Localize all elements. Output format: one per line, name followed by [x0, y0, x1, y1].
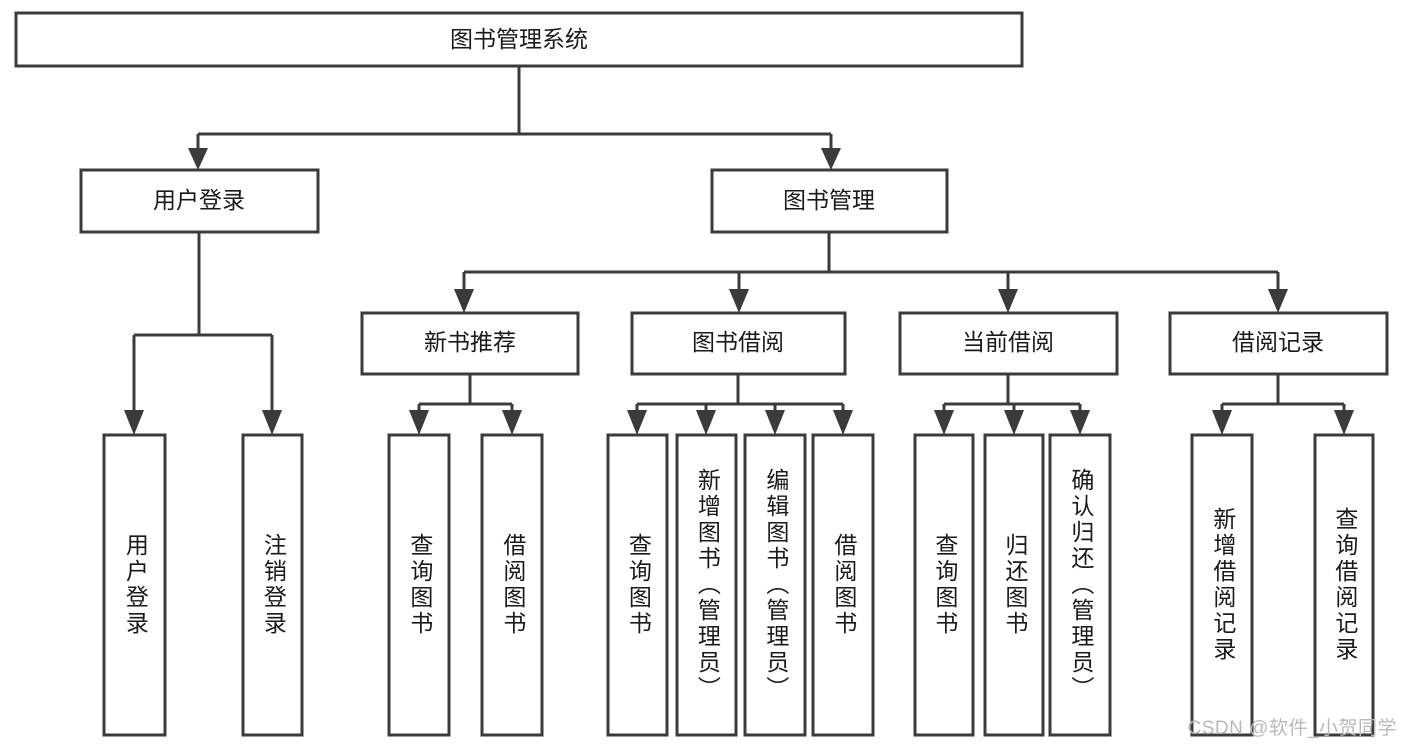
node-book-manage-label: 图书管理: [783, 187, 875, 213]
node-book-borrow-label: 图书借阅: [692, 329, 784, 355]
connector-user-login-to-leaves: [124, 232, 282, 435]
node-current-borrow-label: 当前借阅: [962, 329, 1054, 355]
connector-root-to-level2: [188, 66, 841, 170]
connector-borrow-record-to-leaves: [1212, 374, 1354, 435]
node-new-book-rec[interactable]: 新书推荐: [360, 311, 580, 376]
leaf-box-query-book-1[interactable]: [387, 433, 451, 737]
connector-book-manage-to-level3: [454, 232, 1288, 313]
node-borrow-record-box[interactable]: [1168, 311, 1389, 376]
node-new-book-rec-label: 新书推荐: [424, 329, 516, 355]
node-user-login-label: 用户登录: [153, 187, 245, 213]
leaf-box-add-book[interactable]: [675, 433, 738, 737]
csdn-watermark: CSDN @软件_小贺同学: [1187, 718, 1397, 739]
leaf-box-return-book[interactable]: [983, 433, 1045, 737]
connector-book-borrow-to-leaves: [627, 374, 853, 435]
node-new-book-rec-box[interactable]: [360, 311, 580, 376]
leaf-box-query-book-3[interactable]: [913, 433, 975, 737]
node-current-borrow[interactable]: 当前借阅: [898, 311, 1119, 376]
leaf-box-query-book-2[interactable]: [606, 433, 669, 737]
node-user-login[interactable]: 用户登录: [79, 168, 320, 234]
leaf-box-confirm-return[interactable]: [1048, 433, 1112, 737]
node-borrow-record-label: 借阅记录: [1232, 329, 1324, 355]
leaf-box-logout-login[interactable]: [241, 433, 304, 737]
node-book-manage[interactable]: 图书管理: [710, 168, 949, 234]
leaf-box-edit-book[interactable]: [743, 433, 807, 737]
leaf-box-add-record[interactable]: [1190, 433, 1254, 737]
leaf-box-borrow-book-2[interactable]: [811, 433, 875, 737]
leaf-box-borrow-book-1[interactable]: [480, 433, 544, 737]
node-root-label: 图书管理系统: [450, 26, 588, 52]
node-borrow-record[interactable]: 借阅记录: [1168, 311, 1389, 376]
leaf-boxes-group: [102, 433, 1375, 737]
node-book-borrow[interactable]: 图书借阅: [630, 311, 847, 376]
leaf-box-user-login[interactable]: [102, 433, 167, 737]
leaf-box-query-record[interactable]: [1313, 433, 1375, 737]
node-book-manage-box[interactable]: [710, 168, 949, 234]
node-current-borrow-box[interactable]: [898, 311, 1119, 376]
node-book-borrow-box[interactable]: [630, 311, 847, 376]
node-root[interactable]: 图书管理系统: [14, 11, 1024, 68]
connector-current-borrow-to-leaves: [934, 374, 1090, 435]
connector-new-book-rec-to-leaves: [409, 374, 522, 435]
node-root-box[interactable]: [14, 11, 1024, 68]
